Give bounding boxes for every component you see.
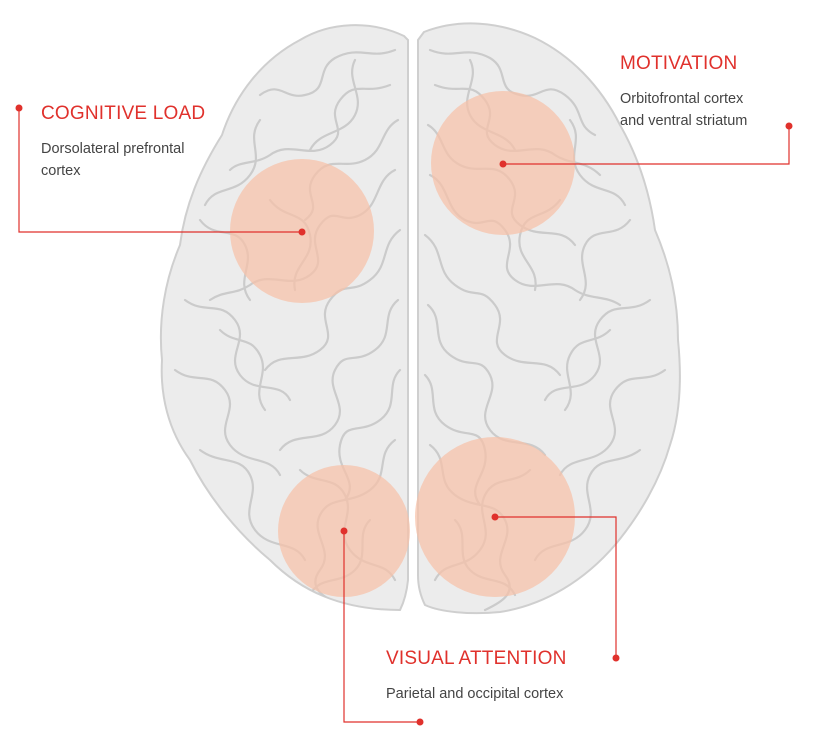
cognitive-region-dot [298,228,306,236]
connector-dots [15,104,793,726]
motivation-description: Orbitofrontal cortex and ventral striatu… [620,90,748,129]
cognitive-load-description: Dorsolateral prefrontal cortex [41,140,185,179]
motivation-label: MOTIVATION Orbitofrontal cortex and vent… [620,53,810,132]
visual-attention-label: VISUAL ATTENTION Parietal and occipital … [386,648,646,705]
occipital-connector [495,516,617,658]
occipital-end-dot [612,654,620,662]
parietal-region-dot [340,527,348,535]
motivation-end-dot [785,122,793,130]
parietal-end-dot [416,718,424,726]
cognitive-load-title: COGNITIVE LOAD [41,103,206,124]
motivation-connector [503,126,790,165]
cognitive-connector [18,108,302,233]
parietal-connector [343,531,420,723]
motivation-region-dot [499,160,507,168]
visual-attention-description: Parietal and occipital cortex [386,685,564,702]
connector-lines [18,108,790,723]
visual-attention-title: VISUAL ATTENTION [386,648,567,669]
cognitive-load-label: COGNITIVE LOAD Dorsolateral prefrontal c… [41,103,241,182]
occipital-region-dot [491,513,499,521]
motivation-title: MOTIVATION [620,53,738,74]
cognitive-end-dot [15,104,23,112]
left-hemisphere [159,24,409,612]
